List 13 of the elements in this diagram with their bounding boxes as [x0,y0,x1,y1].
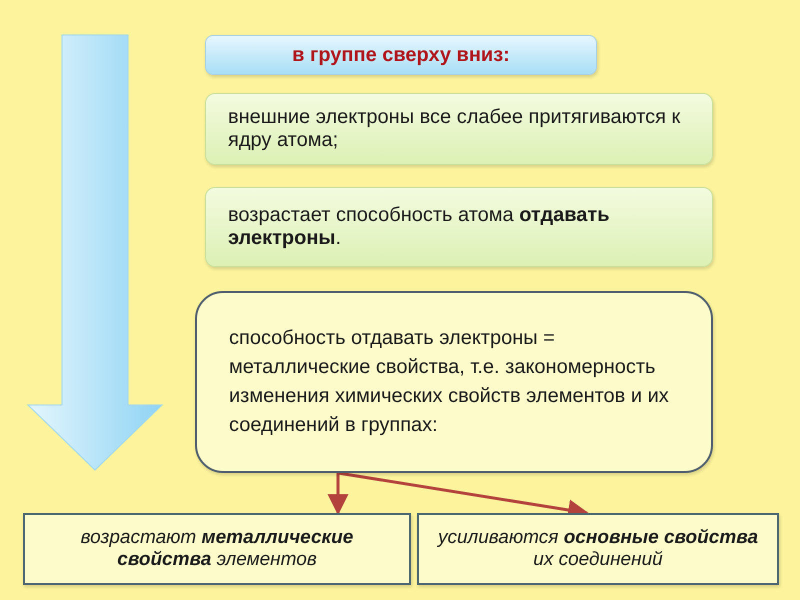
heading-box [205,35,597,75]
node-text: внешние электроны все слабее притягиваются к ядру атома; [228,106,682,152]
node-text: усиливаются основные свойства их соединений [436,527,760,571]
node-text: возрастают металлические свойства элементов [80,527,354,571]
result-box [417,513,779,585]
node-text: возрастает способность атома отдавать электроны. [228,204,610,250]
statement-box [205,187,713,267]
node-text: способность отдавать электроны = металлические свойства, т.е. закономерность изменения химических свойств элементов и их соединений в группах: [229,326,670,438]
node-text: в группе сверху вниз: [292,44,510,66]
arrow [328,473,348,516]
definition-box [195,291,713,473]
statement-box [205,93,713,165]
result-box [23,513,411,585]
